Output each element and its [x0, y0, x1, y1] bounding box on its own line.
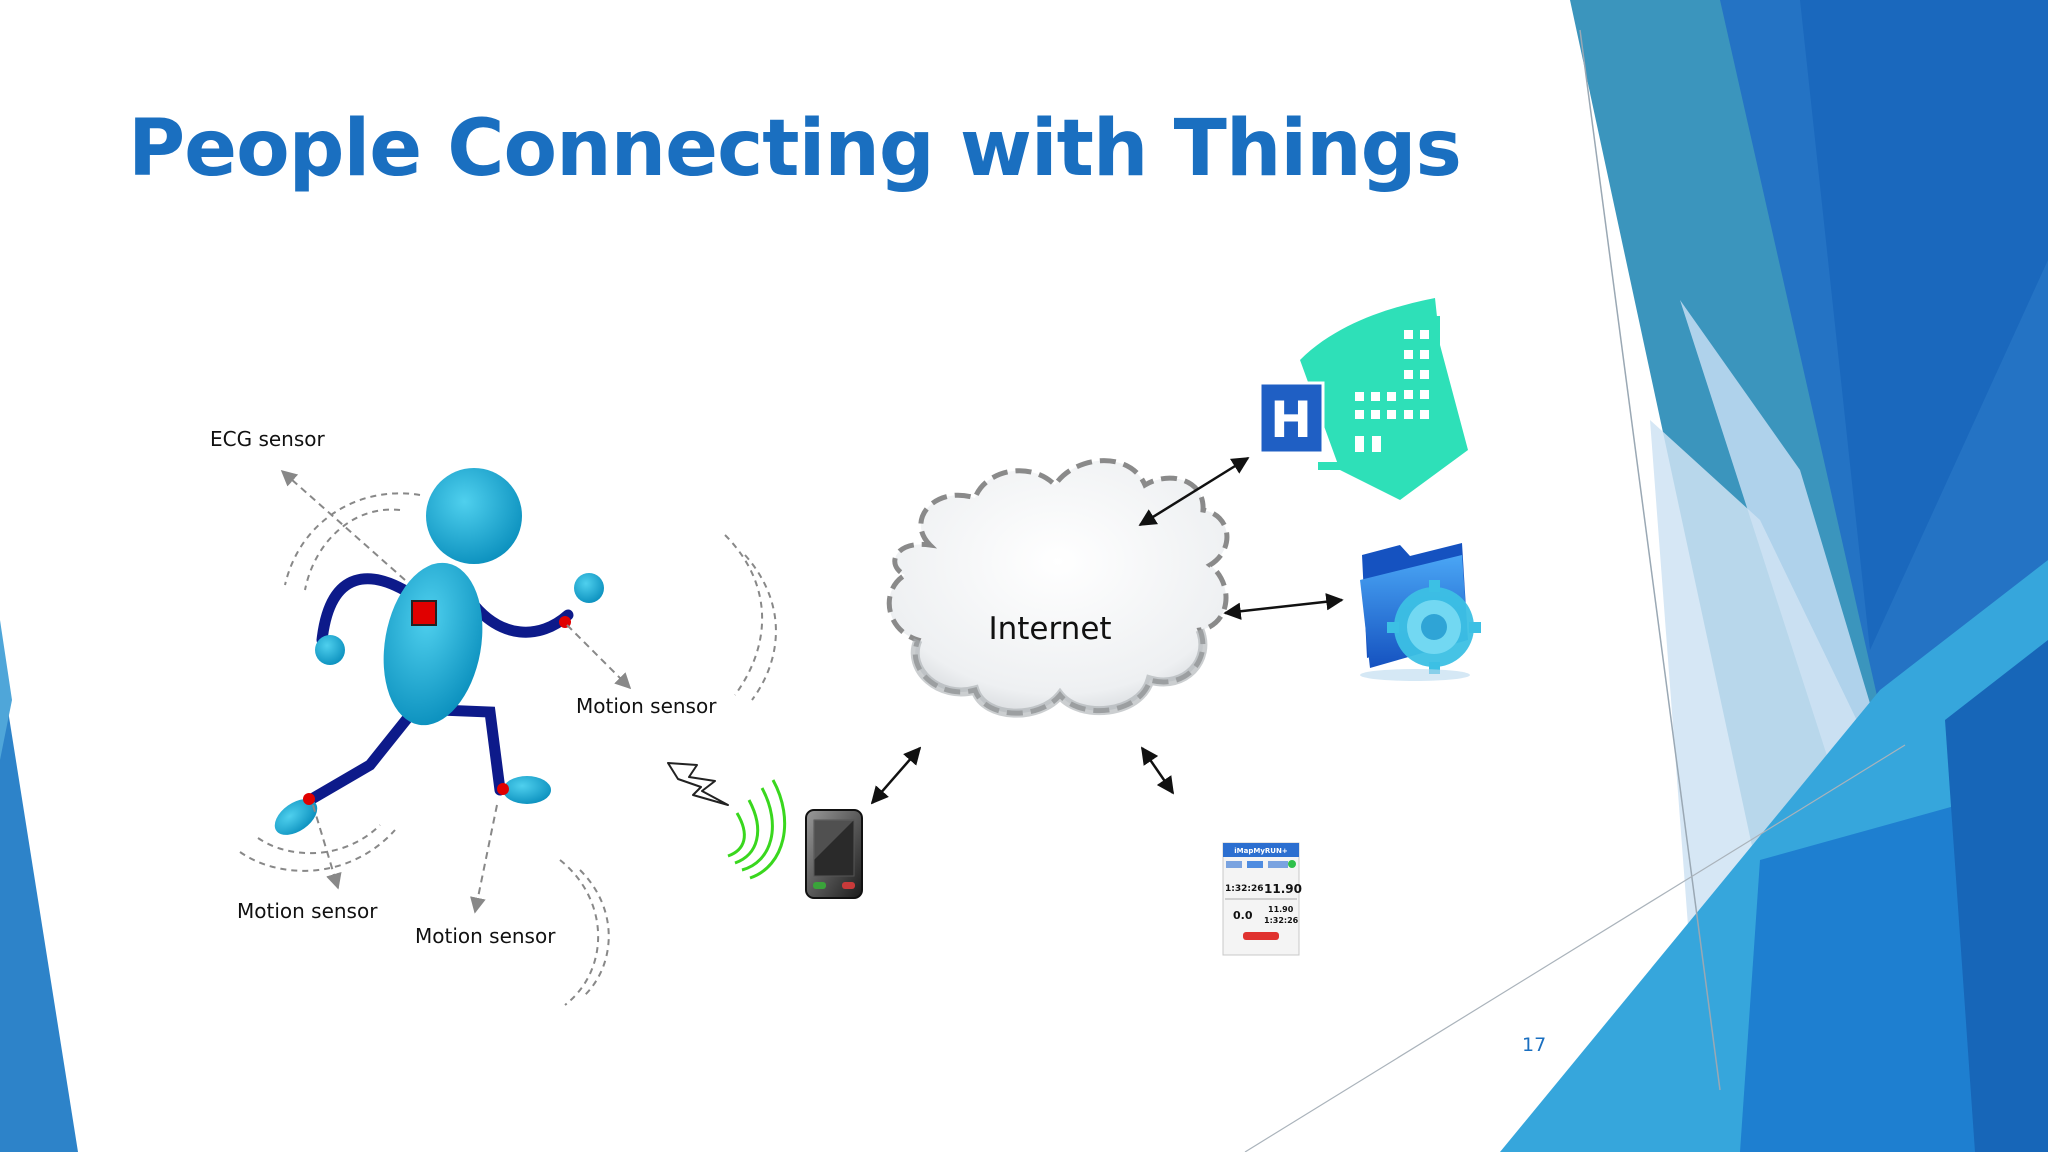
left-foot-sensor-dot [303, 793, 315, 805]
bg-shape-left-light [0, 620, 12, 760]
runner-right-arm [464, 594, 574, 638]
right-foot-motion-sensor-label: Motion sensor [415, 924, 556, 948]
runner-right-leg [434, 704, 506, 796]
bg-thin-line-2 [1244, 744, 1906, 1152]
runner-figure [274, 468, 604, 835]
hospital-sign-letter: H [1270, 391, 1312, 449]
runner-torso [383, 562, 483, 726]
ecg-sensor-marker [411, 600, 437, 626]
runner-right-foot [503, 776, 551, 804]
hospital-sign [1258, 381, 1325, 455]
pda-device-icon [805, 809, 863, 899]
page-number: 17 [1522, 1034, 1547, 1056]
bg-shape-left-blue [0, 660, 78, 1152]
right-foot-sensor-dot [497, 783, 509, 795]
phone-app-time-b: 1:32:26 [1264, 916, 1299, 925]
motion-trail-arcs [239, 492, 777, 1006]
slide-title: People Connecting with Things [128, 104, 1462, 194]
bg-thin-line-1 [1579, 29, 1721, 1091]
bg-shape-deep-corner [1945, 640, 2048, 1152]
arm-sensor-pointer-line [566, 624, 632, 690]
smartphone-app-icon: iMapMyRUN+ 1:32:26 11.90 0.0 11.90 1:32:… [1222, 842, 1302, 956]
internet-label: Internet [988, 611, 1111, 647]
runner-right-hand [574, 573, 604, 603]
left-foot-motion-sensor-label: Motion sensor [237, 899, 378, 923]
bg-shape-top-right [1800, 0, 2048, 650]
arrow-cloud-phone [1140, 746, 1175, 795]
runner-left-arm [316, 573, 426, 646]
lightning-signal-icon [667, 762, 729, 806]
ecg-sensor-label: ECG sensor [210, 427, 326, 451]
left-foot-pointer-line [312, 804, 342, 890]
phone-app-time-a: 1:32:26 [1225, 884, 1264, 894]
right-foot-pointer-line [470, 804, 498, 914]
phone-app-value-a: 11.90 [1264, 882, 1302, 896]
internet-cloud [886, 458, 1230, 718]
phone-app-value-c: 11.90 [1268, 905, 1294, 914]
runner-left-leg [304, 709, 416, 806]
runner-left-foot [274, 799, 318, 835]
arrow-cloud-hospital [1138, 456, 1250, 527]
arrow-cloud-pda [870, 746, 922, 805]
phone-app-value-b: 0.0 [1233, 909, 1253, 922]
arm-motion-sensor-label: Motion sensor [576, 694, 717, 718]
ecg-pointer-line [280, 469, 406, 581]
arrow-cloud-folder [1223, 593, 1344, 620]
settings-folder-icon [1360, 543, 1481, 681]
runner-head [426, 468, 522, 564]
runner-left-hand [315, 635, 345, 665]
phone-app-header: iMapMyRUN+ [1234, 847, 1288, 855]
hospital-icon: H [1258, 298, 1468, 500]
wireless-waves-icon [727, 779, 787, 880]
